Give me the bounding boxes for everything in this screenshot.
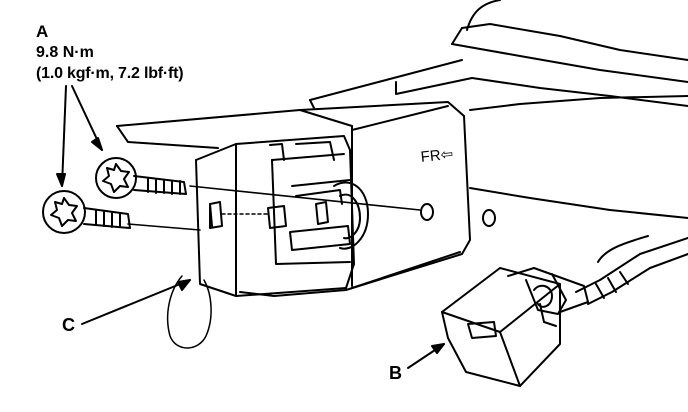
lower-mounting-bolt: [42, 190, 131, 234]
front-direction-label: FR⇦: [419, 145, 455, 166]
hidden-outline: [166, 275, 212, 349]
callout-a-leaders: [56, 85, 103, 187]
upper-mounting-bolt: [95, 157, 187, 199]
bracket-hole: [420, 203, 434, 221]
torque-spec-metric: 9.8 N·m: [36, 44, 94, 61]
sensor-module: [195, 135, 369, 297]
callout-c-leader: [81, 279, 191, 325]
harness-connector: [441, 235, 688, 387]
body-hole: [482, 209, 496, 227]
upper-bolt-centerline: [189, 185, 421, 211]
callout-a-letter: A: [36, 22, 49, 41]
callout-b-letter: B: [389, 363, 402, 383]
callout-b-leader: [407, 343, 445, 369]
torque-spec-conversion: (1.0 kgf·m, 7.2 lbf·ft): [36, 65, 184, 82]
bracket: [116, 101, 471, 297]
lower-bolt-centerline: [127, 223, 201, 231]
callout-c-letter: C: [62, 315, 75, 335]
body-panel: [309, 0, 688, 219]
